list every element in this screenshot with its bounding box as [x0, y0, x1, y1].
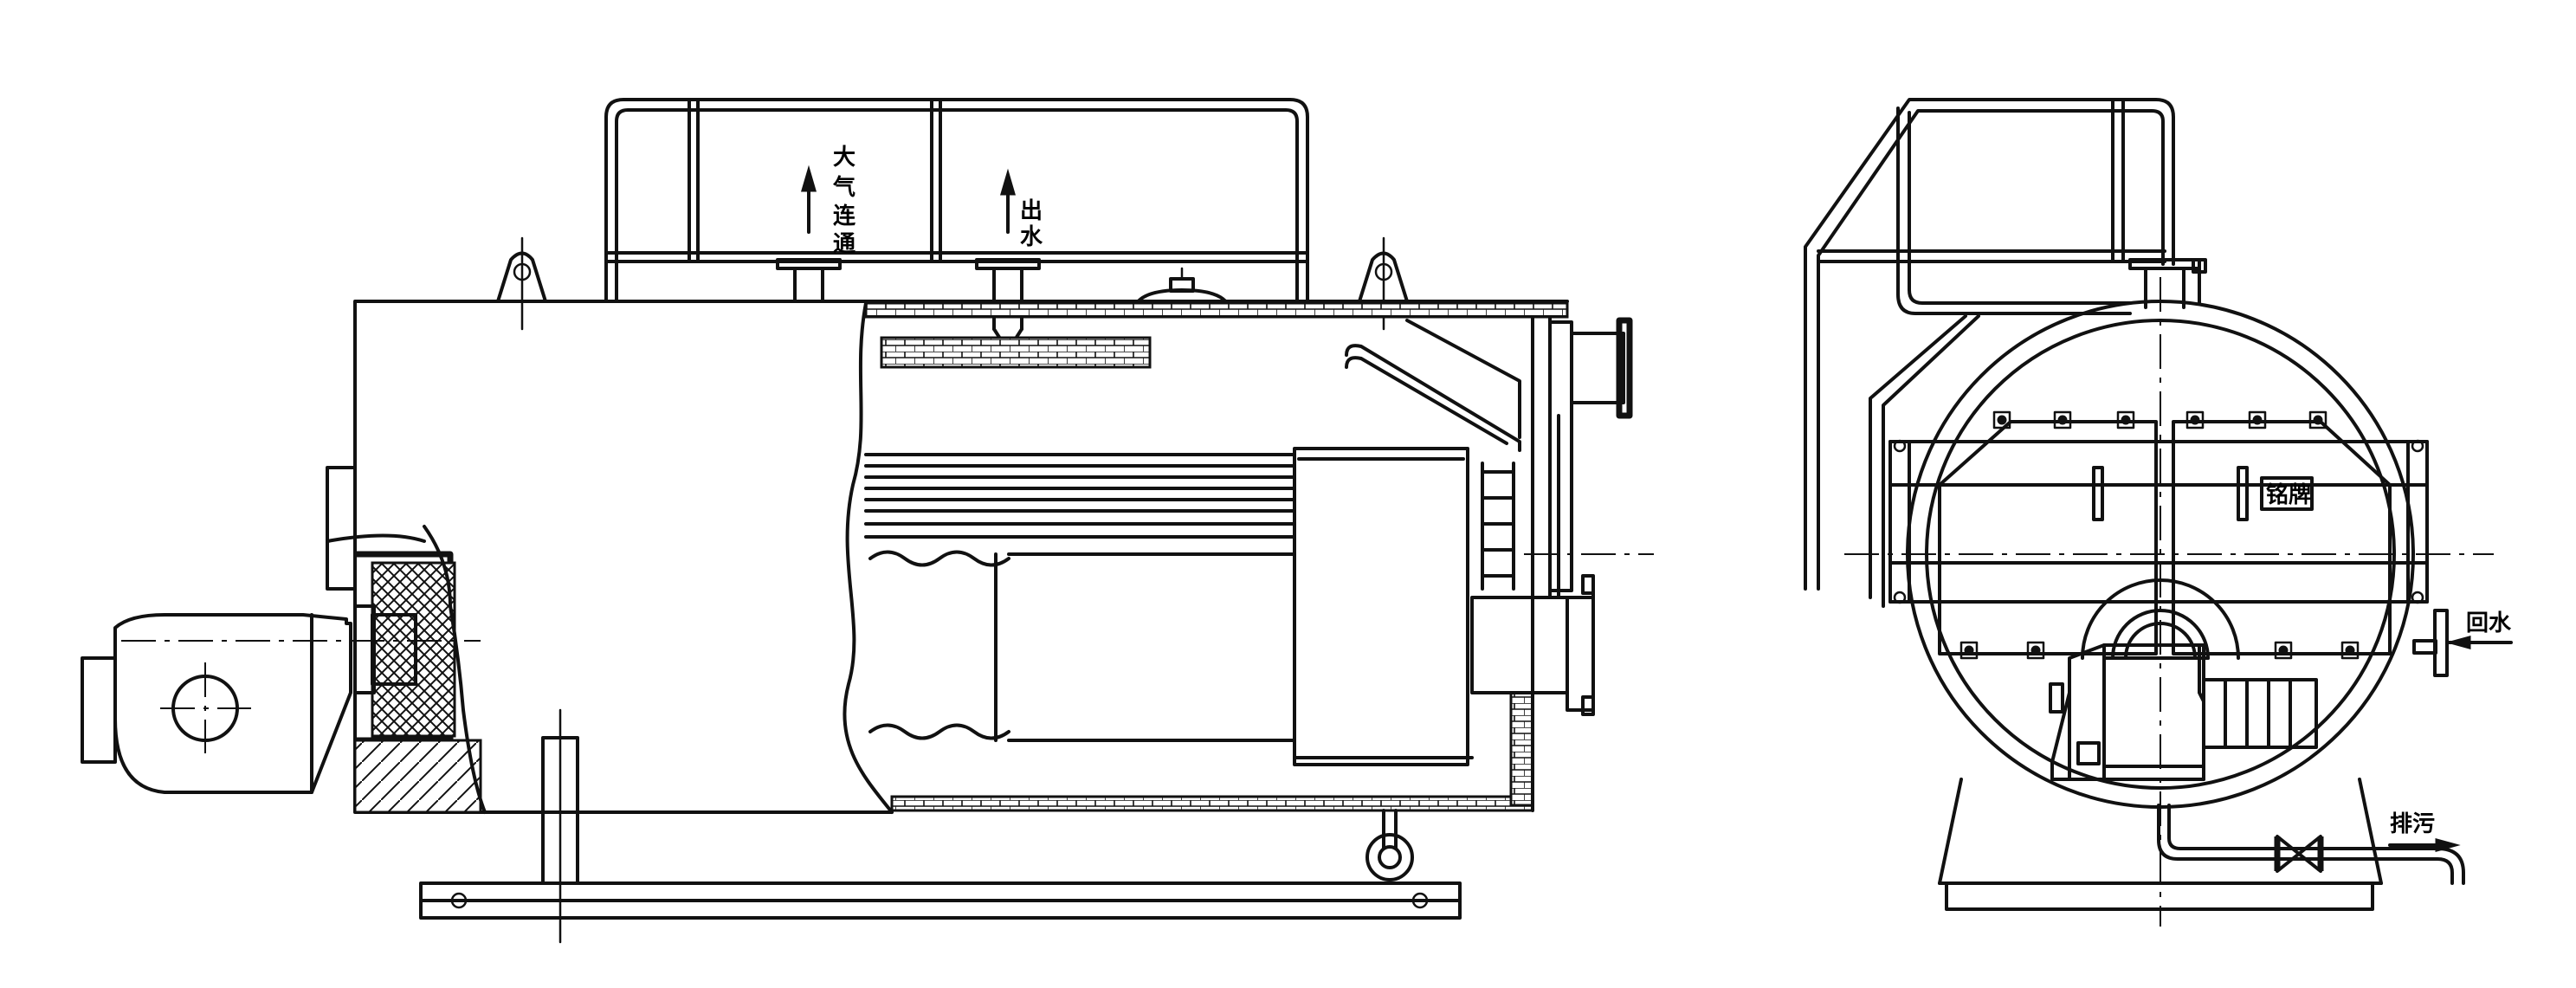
insulation-bottom — [890, 795, 1534, 812]
label-atm-char-2: 气 — [832, 174, 855, 201]
label-drain: 排污 — [2390, 811, 2435, 837]
nameplate: 铭牌 — [2260, 476, 2314, 511]
boiler-shell — [353, 300, 1569, 814]
insulation-tray — [880, 336, 1152, 369]
insulation-top — [864, 301, 1569, 319]
label-atm-char-4: 通 — [833, 231, 855, 257]
label-outlet-char-1: 出 — [1020, 198, 1043, 224]
return-water-nozzle: 回水 — [2412, 609, 2513, 677]
front-hatch — [353, 739, 482, 814]
water-outlet-nozzle — [975, 168, 1041, 352]
front-door-right — [2172, 420, 2392, 655]
front-base — [1938, 778, 2383, 911]
smoke-tubes — [864, 453, 1296, 539]
rear-ladder — [1481, 462, 1515, 591]
internal-pipe — [1345, 344, 1521, 452]
lifting-lug-left — [496, 236, 547, 331]
burner-motor — [2049, 643, 2318, 781]
side-flanges — [1888, 439, 2429, 604]
front-plate — [326, 466, 487, 814]
drain-assembly: 排污 — [2157, 804, 2465, 885]
door-bolts — [1959, 410, 2360, 660]
rear-chamber — [1293, 447, 1474, 766]
drain-wheel — [1365, 809, 1414, 881]
top-railing — [604, 98, 1309, 303]
burner-fan — [81, 613, 481, 794]
insulation-rear — [1509, 691, 1534, 807]
front-view: 铭牌 — [1804, 98, 2513, 927]
label-return-water: 回水 — [2466, 610, 2512, 636]
label-outlet-char-2: 水 — [1020, 224, 1043, 250]
cutaway-break-line — [843, 301, 894, 814]
support-frame — [419, 708, 1462, 944]
nameplate-label: 铭牌 — [2266, 481, 2311, 508]
rear-outlet — [1470, 574, 1595, 716]
label-atm-char-1: 大 — [833, 145, 855, 171]
label-water-outlet: 出 水 — [1020, 198, 1043, 250]
label-atm-char-3: 连 — [833, 203, 856, 229]
label-atmosphere-connection: 大 气 连 通 — [832, 145, 856, 257]
front-door-left — [1938, 420, 2158, 655]
side-view: 大 气 连 通 出 水 — [81, 98, 1654, 944]
atmosphere-nozzle — [776, 165, 842, 303]
refractory-block — [371, 561, 456, 738]
smoke-box — [1548, 317, 1633, 599]
front-railing — [1804, 98, 2175, 608]
corrugated-furnace — [868, 550, 1296, 742]
